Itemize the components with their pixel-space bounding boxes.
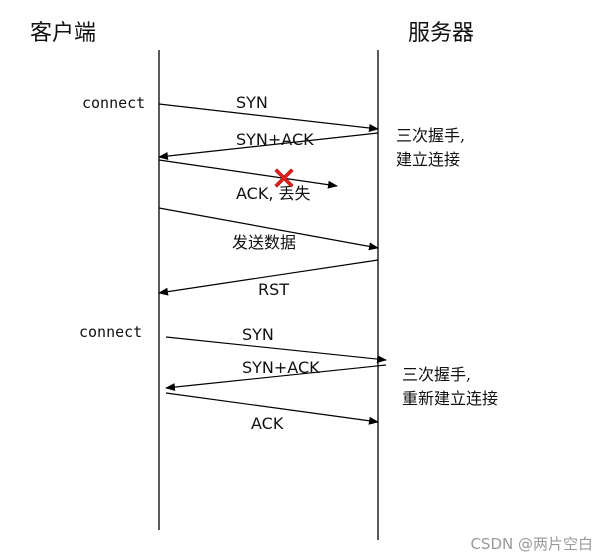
red-x-icon	[274, 168, 294, 188]
msg-label-syn-1: SYN	[236, 93, 268, 112]
client-header: 客户端	[30, 21, 96, 46]
msg-label-ack-2: ACK	[251, 414, 284, 433]
arrow-syn-2	[165, 336, 387, 364]
note-first-line-2: 建立连接	[396, 150, 460, 169]
note-second-line-2: 重新建立连接	[402, 389, 498, 408]
note-second-line-1: 三次握手,	[402, 365, 471, 384]
arrow-send-data	[158, 207, 379, 251]
watermark: CSDN @两片空白	[470, 535, 593, 553]
msg-label-ack-lost: ACK, 丢失	[236, 184, 311, 203]
server-header: 服务器	[408, 21, 474, 46]
connect-label-2: connect	[79, 323, 142, 341]
arrow-synack-1	[158, 132, 379, 160]
msg-label-syn-2: SYN	[242, 325, 274, 344]
connect-label-1: connect	[82, 94, 145, 112]
arrow-rst	[158, 259, 379, 296]
msg-label-synack-1: SYN+ACK	[236, 130, 314, 149]
arrow-ack-2	[165, 392, 379, 425]
note-first-line-1: 三次握手,	[396, 126, 465, 145]
msg-label-synack-2: SYN+ACK	[242, 358, 320, 377]
msg-label-rst: RST	[258, 280, 289, 299]
arrow-ack-lost	[158, 159, 338, 189]
msg-label-send-data: 发送数据	[232, 233, 296, 252]
arrow-synack-2	[165, 364, 387, 392]
arrow-syn-1	[158, 103, 379, 132]
